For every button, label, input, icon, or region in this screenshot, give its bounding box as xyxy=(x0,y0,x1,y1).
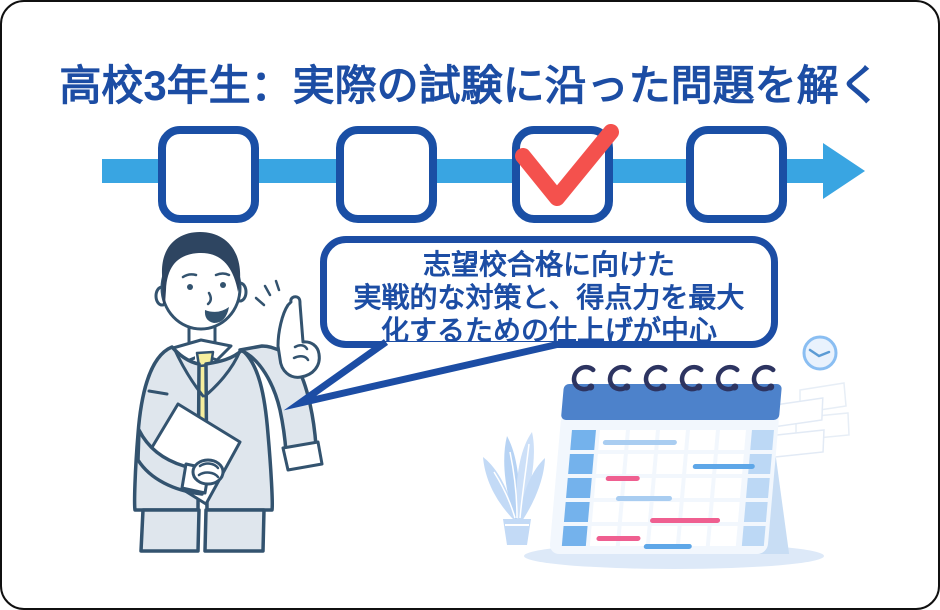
timeline-step-3 xyxy=(512,124,619,223)
potted-plant-icon xyxy=(483,432,545,545)
pants-right xyxy=(203,508,266,553)
calendar-shadow xyxy=(524,543,824,569)
mouth xyxy=(204,307,229,323)
document-folder xyxy=(140,402,242,506)
calendar-day-column xyxy=(561,430,596,546)
calendar-grid xyxy=(589,430,746,546)
jacket-left xyxy=(132,345,201,512)
calendar-body xyxy=(549,364,825,554)
speech-bubble: 志望校合格に向けた 実戦的な対策と、得点力を最大 化するための仕上げが中心 xyxy=(320,236,778,348)
emphasis-marks-icon xyxy=(254,279,281,307)
holding-hand xyxy=(191,458,225,486)
page-title: 高校3年生：実際の試験に沿った問題を解く xyxy=(59,62,881,109)
shirt-collar xyxy=(171,338,233,363)
paper-sheets xyxy=(795,382,850,441)
speech-bubble-line: 実戦的な対策と、得点力を最大 xyxy=(353,282,745,313)
timeline-step-2 xyxy=(336,126,437,223)
businessman xyxy=(132,232,324,553)
hair xyxy=(161,232,241,304)
clock-icon xyxy=(802,335,838,371)
left-forearm xyxy=(136,428,208,496)
face xyxy=(160,245,242,331)
tie xyxy=(197,363,221,445)
neck xyxy=(187,314,217,348)
speech-bubble-line: 志望校合格に向けた xyxy=(422,249,675,280)
raised-arm-sleeve xyxy=(238,344,318,454)
right-arrow-icon xyxy=(823,143,865,199)
jacket-right xyxy=(204,348,274,512)
spiral-rings xyxy=(571,364,776,392)
calendar-header xyxy=(561,384,782,420)
timeline-step-4 xyxy=(686,126,787,223)
pants-left xyxy=(139,508,201,553)
timeline-step-1 xyxy=(158,126,259,223)
pink-tab xyxy=(756,410,771,432)
calendar-stand xyxy=(755,429,790,554)
tie-knot xyxy=(195,350,215,368)
calendar-right-column xyxy=(741,430,774,546)
check-icon xyxy=(515,124,619,206)
schedule-bars xyxy=(596,440,755,549)
blue-tab xyxy=(751,432,765,454)
speech-bubble-line: 化するための仕上げが中心 xyxy=(380,315,717,346)
cuff xyxy=(281,440,324,472)
pointing-hand xyxy=(276,295,321,379)
left-cuff xyxy=(180,462,211,495)
